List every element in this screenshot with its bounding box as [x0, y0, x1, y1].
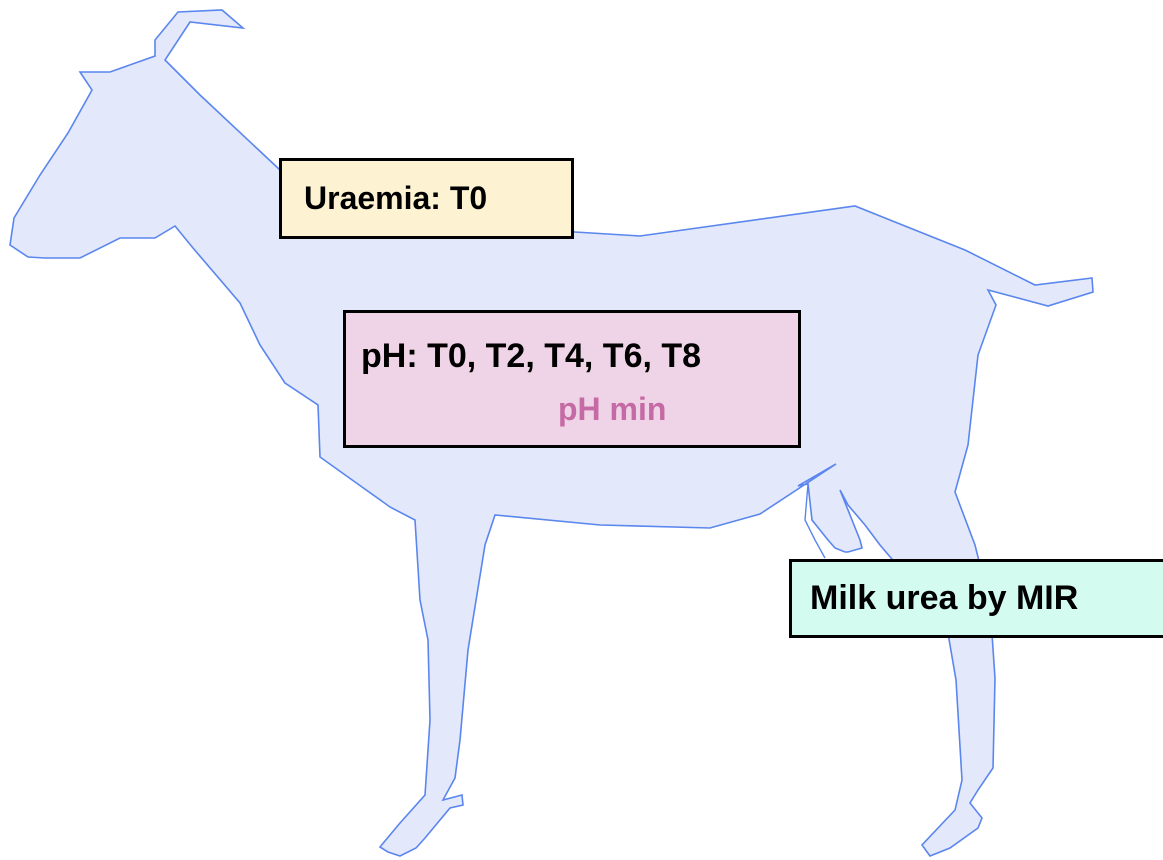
- milk-urea-label-box: Milk urea by MIR: [789, 559, 1163, 638]
- uraemia-label: Uraemia: T0: [304, 180, 487, 216]
- ph-times-label: pH: T0, T2, T4, T6, T8: [361, 337, 701, 376]
- uraemia-label-box: Uraemia: T0: [279, 158, 574, 239]
- milk-urea-label: Milk urea by MIR: [810, 579, 1078, 617]
- ph-label-box: pH: T0, T2, T4, T6, T8 pH min: [343, 310, 801, 448]
- ph-min-label: pH min: [558, 391, 666, 428]
